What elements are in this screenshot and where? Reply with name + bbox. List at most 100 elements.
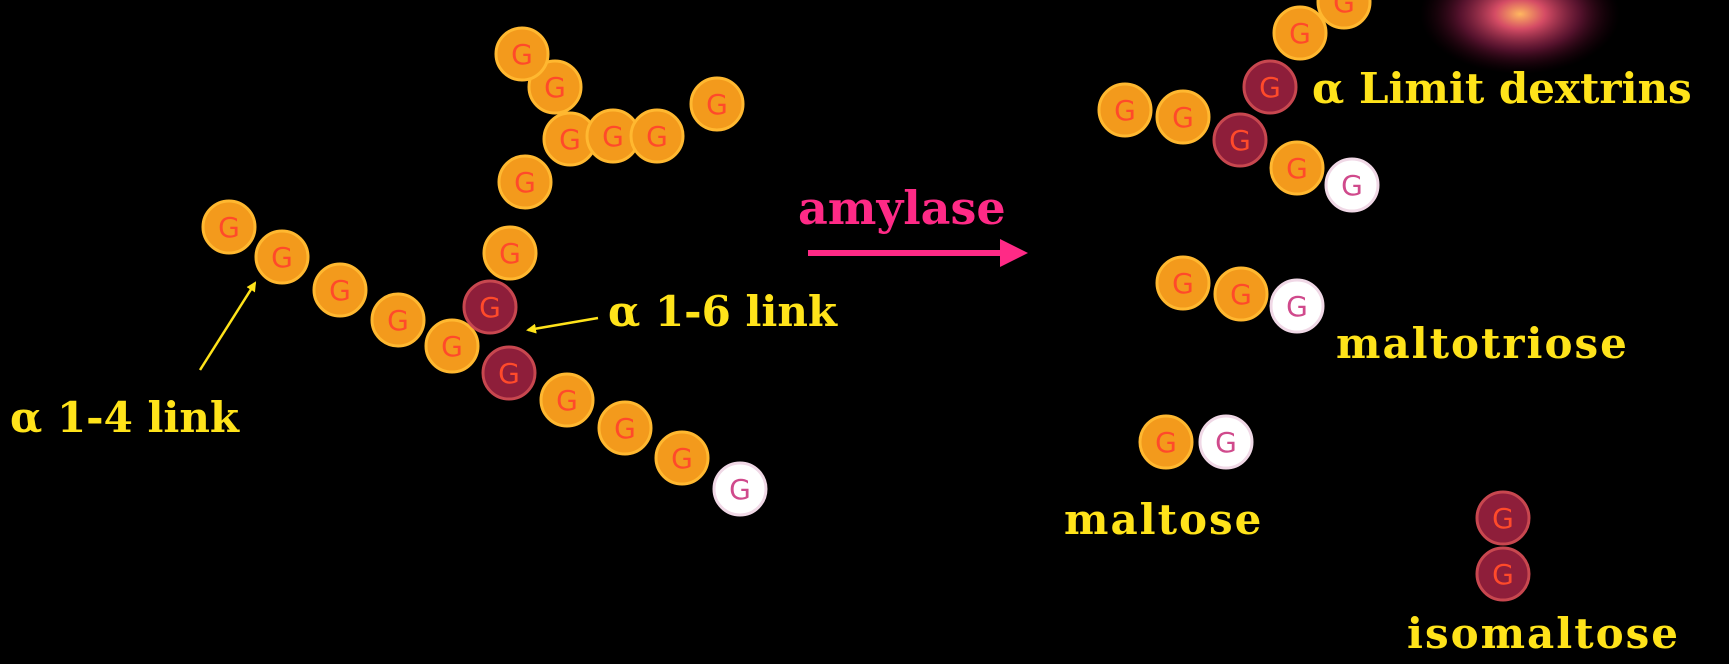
glucose-amylopectin-10: G <box>712 461 768 517</box>
glucose-limit-dextrin-24: G <box>1212 112 1268 168</box>
glucose-circle <box>1269 140 1325 196</box>
glucose-circle <box>539 372 595 428</box>
glucose-amylopectin-8: G <box>597 400 653 456</box>
glucose-circle <box>494 26 550 82</box>
glucose-circle <box>1155 255 1211 311</box>
maltotriose-label: maltotriose <box>1336 319 1629 368</box>
glucose-amylopectin-7: G <box>539 372 595 428</box>
glucose-maltose-31: G <box>1198 414 1254 470</box>
glucose-circle <box>1324 157 1380 213</box>
glucose-amylopectin-12: G <box>497 154 553 210</box>
glucose-amylopectin-17: G <box>527 59 583 115</box>
glucose-amylopectin-9: G <box>654 430 710 486</box>
glucose-letter: G <box>729 473 751 506</box>
amylase-label: amylase <box>798 181 1006 235</box>
glucose-letter: G <box>1289 17 1311 50</box>
glucose-letter: G <box>1172 267 1194 300</box>
glucose-circle <box>1198 414 1254 470</box>
glucose-amylopectin-6: G <box>481 345 537 401</box>
glucose-letter: G <box>614 412 636 445</box>
glucose-amylopectin-15: G <box>629 108 685 164</box>
glucose-circle <box>482 225 538 281</box>
glucose-circle <box>424 318 480 374</box>
glucose-amylopectin-5: G <box>462 279 518 335</box>
glucose-amylopectin-4: G <box>424 318 480 374</box>
glucose-amylopectin-3: G <box>370 292 426 348</box>
glucose-letter: G <box>556 384 578 417</box>
glucose-letter: G <box>1286 152 1308 185</box>
alpha-1-6-link-label: α 1-6 link <box>608 287 838 336</box>
glucose-letter: G <box>441 330 463 363</box>
glucose-letter: G <box>498 357 520 390</box>
maltose-label: maltose <box>1064 495 1263 544</box>
glucose-letter: G <box>479 291 501 324</box>
glucose-circle <box>370 292 426 348</box>
glucose-circle <box>1316 0 1372 30</box>
alpha-1-6-pointer <box>526 316 599 334</box>
glucose-limit-dextrin-19: G <box>1316 0 1372 30</box>
glucose-letter: G <box>1492 502 1514 535</box>
glucose-letter: G <box>511 38 533 71</box>
glucose-letter: G <box>559 123 581 156</box>
glucose-amylopectin-16: G <box>689 76 745 132</box>
glucose-letter: G <box>1215 426 1237 459</box>
glucose-maltotriose-29: G <box>1269 278 1325 334</box>
glucose-letter: G <box>1341 169 1363 202</box>
glucose-maltotriose-27: G <box>1155 255 1211 311</box>
glucose-letter: G <box>1155 426 1177 459</box>
glucose-circle <box>1475 490 1531 546</box>
glucose-letter: G <box>706 88 728 121</box>
glucose-limit-dextrin-20: G <box>1272 5 1328 61</box>
glucose-amylopectin-14: G <box>585 108 641 164</box>
glucose-circle <box>712 461 768 517</box>
glucose-letter: G <box>271 241 293 274</box>
glucose-circle <box>1213 266 1269 322</box>
glucose-isomaltose-32: G <box>1475 490 1531 546</box>
glucose-limit-dextrin-21: G <box>1242 59 1298 115</box>
glucose-amylopectin-0: G <box>201 199 257 255</box>
glucose-maltotriose-28: G <box>1213 266 1269 322</box>
amylase-arrow-head <box>1000 239 1028 267</box>
glucose-letter: G <box>1230 278 1252 311</box>
glucose-circle <box>481 345 537 401</box>
glucose-letter: G <box>1172 101 1194 134</box>
glucose-circle <box>254 229 310 285</box>
glucose-circle <box>527 59 583 115</box>
glucose-amylopectin-18: G <box>494 26 550 82</box>
glucose-letter: G <box>387 304 409 337</box>
glucose-circle <box>1138 414 1194 470</box>
glucose-circle <box>689 76 745 132</box>
glucose-circle <box>201 199 257 255</box>
glucose-amylopectin-1: G <box>254 229 310 285</box>
limit-dextrins-label: α Limit dextrins <box>1312 64 1692 113</box>
alpha-1-4-pointer <box>198 281 257 371</box>
glucose-letter: G <box>499 237 521 270</box>
isomaltose-label: isomaltose <box>1407 609 1680 658</box>
glucose-circle <box>1097 82 1153 138</box>
glucose-circle <box>1212 112 1268 168</box>
glucose-circle <box>1269 278 1325 334</box>
alpha-1-4-link-label: α 1-4 link <box>10 393 240 442</box>
glucose-letter: G <box>1492 558 1514 591</box>
glucose-circle <box>497 154 553 210</box>
glucose-circle <box>597 400 653 456</box>
glucose-circle <box>629 108 685 164</box>
glucose-circle <box>1272 5 1328 61</box>
glucose-circle <box>654 430 710 486</box>
glucose-limit-dextrin-23: G <box>1155 89 1211 145</box>
glucose-limit-dextrin-22: G <box>1097 82 1153 138</box>
glucose-circle <box>1155 89 1211 145</box>
glucose-amylopectin-11: G <box>482 225 538 281</box>
glucose-letter: G <box>329 274 351 307</box>
glucose-amylopectin-2: G <box>312 262 368 318</box>
glucose-limit-dextrin-26: G <box>1324 157 1380 213</box>
glucose-letter: G <box>646 120 668 153</box>
glucose-limit-dextrin-25: G <box>1269 140 1325 196</box>
glow-spot <box>1420 0 1620 74</box>
glucose-letter: G <box>218 211 240 244</box>
glucose-letter: G <box>602 120 624 153</box>
glucose-letter: G <box>1114 94 1136 127</box>
